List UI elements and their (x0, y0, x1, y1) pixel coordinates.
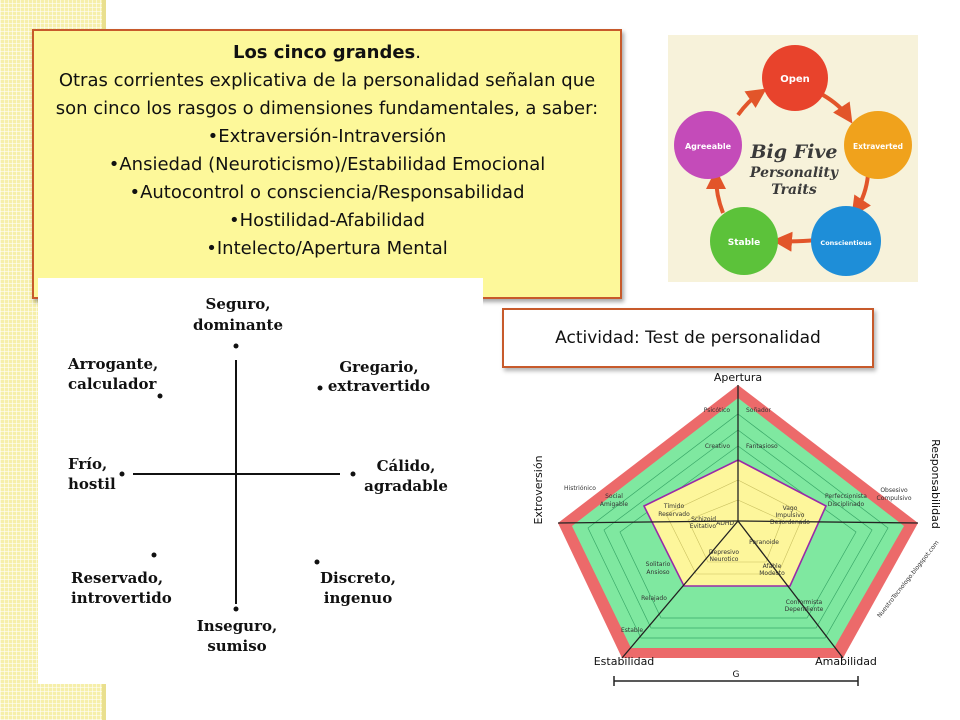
svg-text:Estable: Estable (621, 627, 643, 634)
svg-text:Afable: Afable (763, 563, 782, 570)
pentagon-axes (557, 385, 919, 659)
conscientious-node: Conscientious (811, 206, 881, 276)
svg-text:Disciplinado: Disciplinado (828, 501, 865, 508)
big-five-traits-image: Open Extraverted Conscientious Stable Ag… (668, 35, 918, 282)
svg-text:Neurotico: Neurotico (710, 556, 739, 563)
svg-text:Desordenado: Desordenado (770, 519, 810, 526)
label-ingenuo: ingenuo (324, 589, 392, 607)
pentagon-yellow (642, 459, 828, 587)
svg-text:Extraverted: Extraverted (853, 142, 903, 151)
bullet-neuroticism: •Ansiedad (Neuroticismo)/Estabilidad Emo… (108, 154, 546, 175)
svg-text:Amigable: Amigable (600, 501, 629, 508)
intro-line-1: Otras corrientes explicativa de la perso… (58, 70, 596, 91)
svg-text:Solitario: Solitario (646, 561, 671, 568)
label-frio: Frío, (68, 455, 107, 473)
bullet-openness: •Intelecto/Apertura Mental (206, 238, 448, 259)
svg-text:Vago: Vago (783, 505, 798, 512)
svg-text:Creativo: Creativo (705, 443, 730, 450)
svg-text:Dependiente: Dependiente (785, 606, 824, 613)
scale-label: G (733, 670, 740, 680)
svg-text:Impulsivo: Impulsivo (776, 512, 805, 519)
big-five-description-box: Los cinco grandes. Otras corrientes expl… (32, 29, 622, 299)
label-gregario: Gregario, (339, 358, 418, 376)
svg-text:Paranoide: Paranoide (749, 539, 779, 546)
svg-text:Relajado: Relajado (641, 595, 667, 602)
svg-text:Agreeable: Agreeable (685, 142, 732, 151)
label-discreto: Discreto, (320, 569, 396, 587)
axis-responsabilidad: Responsabilidad (929, 439, 942, 529)
svg-text:Conscientious: Conscientious (820, 239, 871, 247)
svg-text:Traits: Traits (771, 182, 817, 198)
svg-text:Open: Open (780, 74, 810, 85)
heading: Los cinco grandes (232, 42, 416, 63)
svg-text:Stable: Stable (728, 238, 761, 248)
svg-text:Big Five: Big Five (749, 141, 837, 163)
axis-amabilidad: Amabilidad (815, 655, 877, 668)
label-introvertido: introvertido (71, 589, 172, 607)
pentagon-inner-rings (665, 479, 805, 575)
extraverted-node: Extraverted (844, 111, 912, 179)
svg-text:ADHD: ADHD (716, 520, 734, 527)
svg-text:Soñador: Soñador (746, 407, 771, 414)
label-sumiso: sumiso (207, 637, 266, 655)
scale-bar (613, 676, 859, 686)
bullet-agreeableness: •Hostilidad-Afabilidad (229, 210, 425, 231)
label-extravertido: extravertido (328, 377, 430, 395)
svg-text:Social: Social (605, 493, 623, 500)
circumplex-diagram: Seguro, dominante Gregario, extravertido… (67, 295, 448, 655)
open-node: Open (762, 45, 828, 111)
svg-text:Evitativo: Evitativo (690, 523, 717, 530)
stable-node: Stable (710, 207, 778, 275)
label-inseguro: Inseguro, (197, 617, 277, 635)
intro-line-2: son cinco los rasgos o dimensiones funda… (55, 98, 599, 119)
big-five-wheel: Open Extraverted Conscientious Stable Ag… (674, 45, 912, 276)
svg-text:Conformista: Conformista (786, 599, 823, 606)
axis-apertura: Apertura (714, 371, 762, 384)
label-agradable: agradable (364, 477, 448, 495)
agreeable-node: Agreeable (674, 111, 742, 179)
pentagon-svg: Apertura Responsabilidad Amabilidad Esta… (532, 371, 942, 686)
center-title: Big Five Personality Traits (749, 141, 839, 198)
label-dominante: dominante (193, 316, 283, 334)
bullet-conscientiousness: •Autocontrol o consciencia/Responsabilid… (129, 182, 525, 203)
svg-text:Personality: Personality (749, 165, 839, 181)
label-reservado: Reservado, (71, 569, 163, 587)
svg-text:Modesto: Modesto (759, 570, 785, 577)
axis-extroversion: Extroversión (532, 455, 545, 524)
personality-pentagon-chart: Apertura Responsabilidad Amabilidad Esta… (528, 368, 948, 690)
svg-text:Obsesivo: Obsesivo (880, 487, 908, 494)
svg-text:Schizoid: Schizoid (691, 516, 716, 523)
heading-line: Los cinco grandes. (34, 39, 620, 67)
svg-text:Tímido: Tímido (663, 503, 685, 510)
actividad-label: Actividad: Test de personalidad (555, 328, 821, 348)
svg-text:Psicótico: Psicótico (704, 407, 731, 414)
svg-text:Perfeccionista: Perfeccionista (825, 493, 867, 500)
interpersonal-circumplex: Seguro, dominante Gregario, extravertido… (38, 278, 483, 684)
label-calido: Cálido, (377, 457, 436, 475)
label-hostil: hostil (68, 475, 116, 493)
svg-text:Histriónico: Histriónico (564, 485, 596, 492)
svg-text:Depresivo: Depresivo (709, 549, 739, 556)
actividad-test-button[interactable]: Actividad: Test de personalidad (502, 308, 874, 368)
label-calculador: calculador (68, 375, 158, 393)
heading-punctuation: . (415, 42, 422, 63)
axis-estabilidad: Estabilidad (594, 655, 655, 668)
svg-text:Fantasioso: Fantasioso (746, 443, 778, 450)
pentagon-rings (587, 413, 889, 639)
label-seguro: Seguro, (206, 295, 271, 313)
bullet-extraversion: •Extraversión-Intraversión (207, 126, 447, 147)
label-arrogante: Arrogante, (67, 355, 158, 373)
svg-text:Ansioso: Ansioso (646, 569, 669, 576)
svg-text:Compulsivo: Compulsivo (877, 495, 912, 502)
svg-text:Reservado: Reservado (658, 511, 690, 518)
circumplex-dots (119, 343, 356, 612)
pentagon-terms: ADHD Schizoid Evitativo Tímido Reservado… (564, 407, 912, 634)
